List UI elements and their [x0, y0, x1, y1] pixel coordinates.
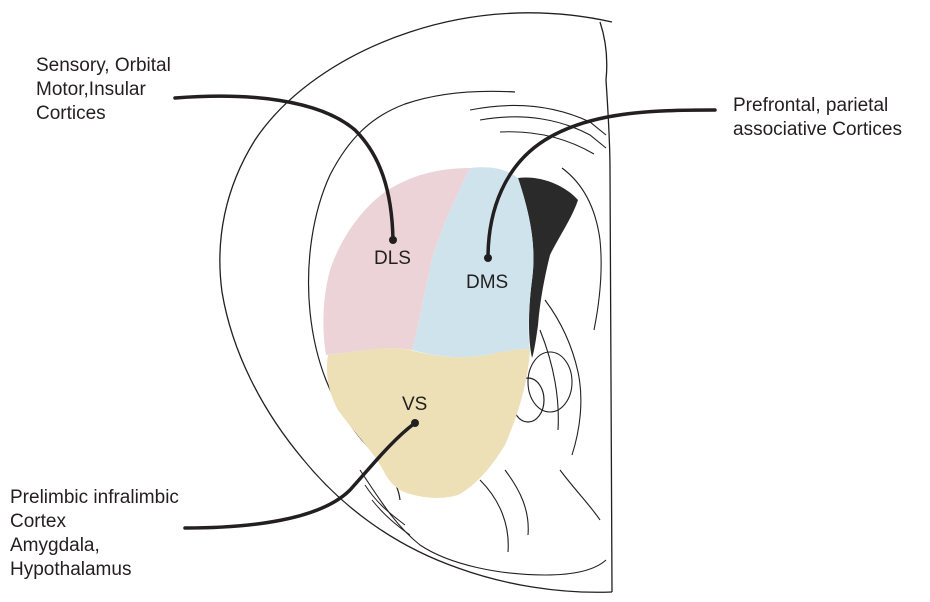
- vs-region: [327, 348, 530, 498]
- dms-inputs-annotation: Prefrontal, parietal associative Cortice…: [733, 94, 902, 142]
- dms-inputs-line-1: Prefrontal, parietal: [733, 94, 902, 118]
- dls-inputs-line-2: Motor,Insular: [36, 78, 171, 102]
- dms-label: DMS: [466, 272, 508, 294]
- lower-medial-lines: [480, 470, 600, 552]
- dls-inputs-line-3: Cortices: [36, 102, 171, 126]
- dls-inputs-line-1: Sensory, Orbital: [36, 54, 171, 78]
- vs-inputs-line-3: Amygdala,: [10, 534, 179, 558]
- vs-label: VS: [402, 394, 427, 416]
- dls-label: DLS: [374, 248, 411, 270]
- dms-marker-dot: [484, 254, 492, 262]
- vs-inputs-line-4: Hypothalamus: [10, 558, 179, 582]
- dls-inputs-annotation: Sensory, Orbital Motor,Insular Cortices: [36, 54, 171, 126]
- vs-inputs-line-2: Cortex: [10, 510, 179, 534]
- midline: [600, 22, 612, 592]
- vs-marker-dot: [411, 419, 419, 427]
- dms-inputs-line-2: associative Cortices: [733, 118, 902, 142]
- vs-inputs-line-1: Prelimbic infralimbic: [10, 486, 179, 510]
- dls-marker-dot: [389, 236, 397, 244]
- vs-inputs-annotation: Prelimbic infralimbic Cortex Amygdala, H…: [10, 486, 179, 582]
